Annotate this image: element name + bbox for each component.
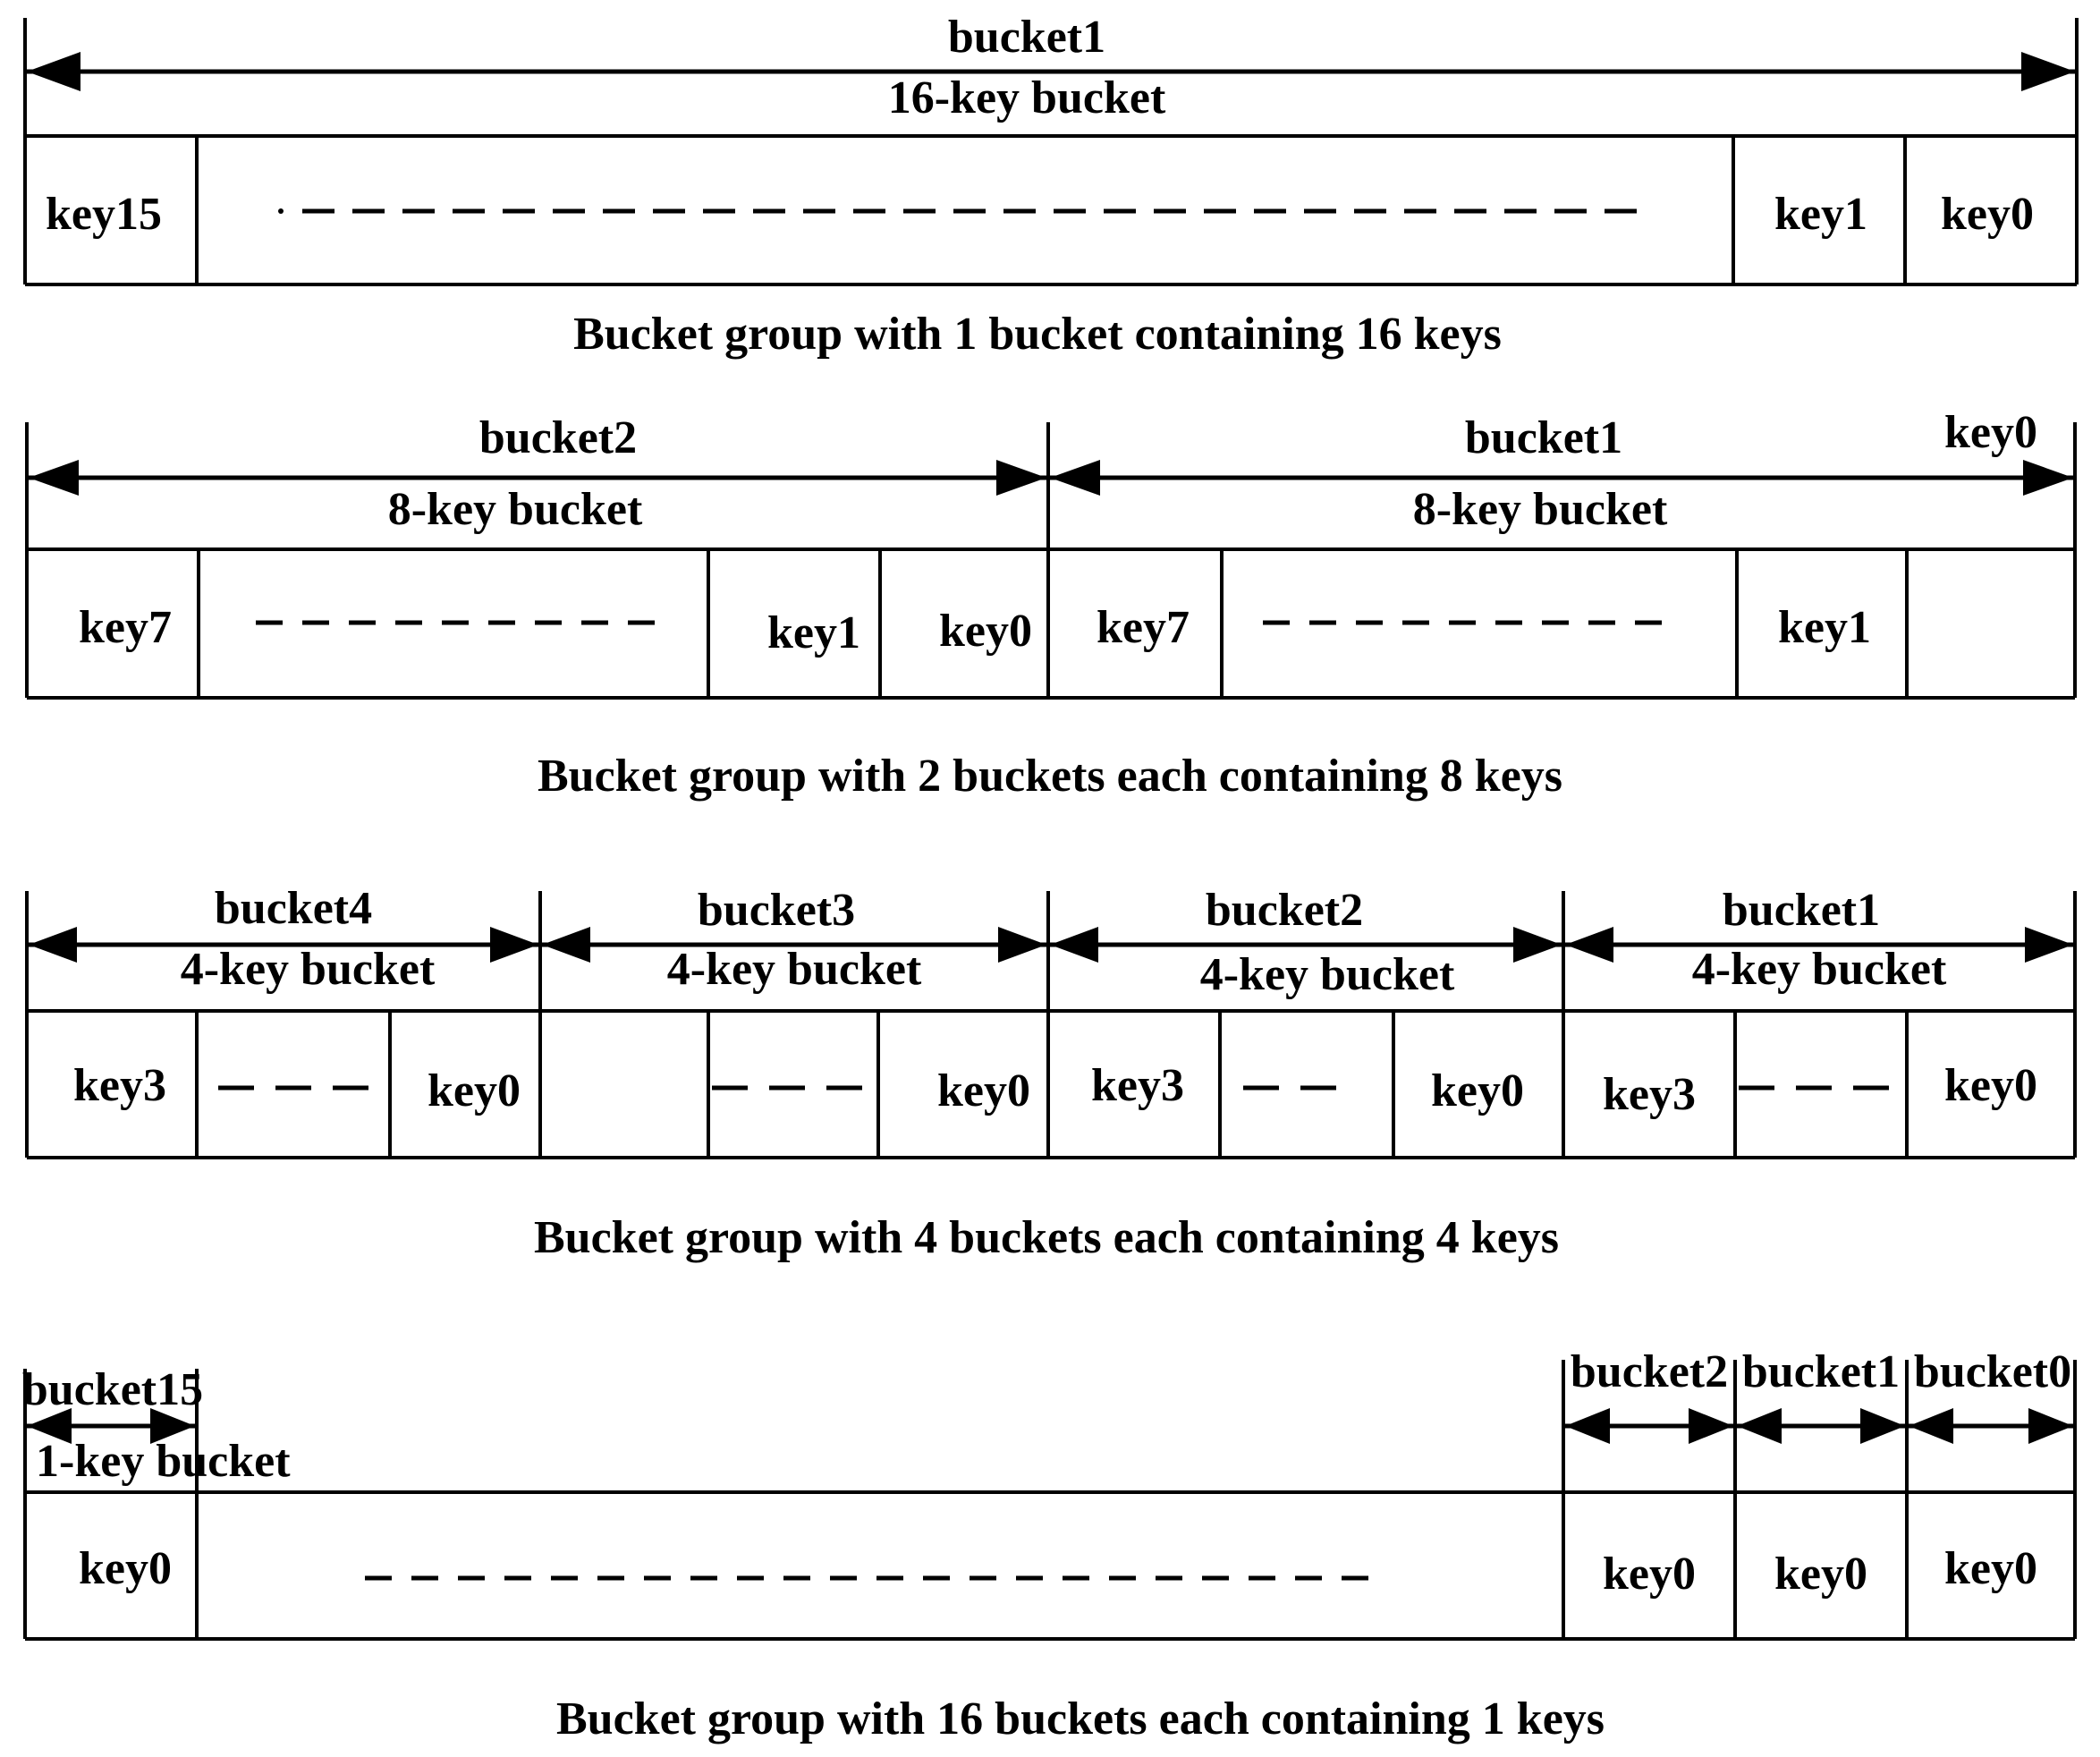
- g2-bucket2-name: bucket2: [479, 412, 637, 463]
- g1-cell-key0: key0: [1941, 189, 2034, 240]
- g3-bucket2-name: bucket2: [1206, 885, 1363, 936]
- g3-bucket4-size: 4-key bucket: [181, 944, 436, 995]
- g2-bucket1-size: 8-key bucket: [1413, 484, 1668, 535]
- g4-bucket15-name: bucket15: [22, 1364, 203, 1415]
- g2-caption: Bucket group with 2 buckets each contain…: [538, 751, 1562, 802]
- g3-bucket3-arrow-head-right: [998, 927, 1046, 963]
- g2-bucket2-size: 8-key bucket: [388, 484, 643, 535]
- g1-cell-key15: key15: [46, 189, 162, 240]
- g3-bucket1-name: bucket1: [1723, 885, 1880, 936]
- g3-bucket2-size: 4-key bucket: [1200, 949, 1455, 1000]
- g1-bucket1-arrow-head-left: [27, 52, 80, 91]
- g4-bucket1-arrow-head-left: [1737, 1408, 1782, 1444]
- g2-bucket2-arrow-head-right: [996, 460, 1046, 496]
- g2-bucket2-arrow-head-left: [29, 460, 79, 496]
- g4-cell-key0-a: key0: [79, 1543, 172, 1594]
- g1-cell-key1: key1: [1774, 189, 1867, 240]
- g2-bucket1-arrow-head-right: [2023, 460, 2073, 496]
- g1-dot: [278, 208, 284, 214]
- g3-bucket1-arrow-head-right: [2025, 927, 2073, 963]
- g3-bucket2-arrow-head-right: [1513, 927, 1562, 963]
- g2-extra-key0-label: key0: [1944, 407, 2037, 458]
- g3-bucket3-name: bucket3: [698, 885, 855, 936]
- g3-bucket4-arrow-head-right: [490, 927, 538, 963]
- g3-bucket3-size: 4-key bucket: [667, 944, 922, 995]
- g4-bucket15-arrow-head-left: [27, 1408, 72, 1444]
- g4-caption: Bucket group with 16 buckets each contai…: [556, 1693, 1605, 1744]
- g2-bucket1-name: bucket1: [1465, 412, 1622, 463]
- g3-bucket1-arrow-head-left: [1565, 927, 1613, 963]
- g4-bucket1-name: bucket1: [1742, 1346, 1900, 1397]
- g1-bucket1-arrow-head-right: [2021, 52, 2075, 91]
- g4-bucket1-arrow-head-right: [1860, 1408, 1905, 1444]
- g2-cell-key1-b: key1: [1778, 602, 1871, 653]
- g4-cell-key0-c: key0: [1774, 1549, 1867, 1600]
- g3-bucket4-arrow-head-left: [29, 927, 77, 963]
- g1-bucket1-size: 16-key bucket: [888, 72, 1166, 123]
- g4-cell-key0-d: key0: [1944, 1543, 2037, 1594]
- g4-bucket2-arrow-head-right: [1689, 1408, 1733, 1444]
- g3-cell-key0-c: key0: [1431, 1065, 1524, 1116]
- g2-cell-key7-b: key7: [1097, 602, 1190, 653]
- g3-bucket3-arrow-head-left: [542, 927, 590, 963]
- g2-cell-key1-a: key1: [767, 607, 860, 658]
- g3-cell-key3-d: key3: [1603, 1069, 1696, 1120]
- g4-bucket0-arrow-head-left: [1909, 1408, 1953, 1444]
- g4-bucket2-name: bucket2: [1571, 1346, 1728, 1397]
- g4-bucket0-arrow-head-right: [2028, 1408, 2073, 1444]
- g1-bucket1-name: bucket1: [948, 12, 1105, 63]
- g4-bucket2-arrow-head-left: [1565, 1408, 1610, 1444]
- g1-caption: Bucket group with 1 bucket containing 16…: [573, 309, 1502, 360]
- g3-cell-key0-d: key0: [1944, 1060, 2037, 1111]
- g4-bucket0-name: bucket0: [1914, 1346, 2071, 1397]
- g4-bucket15-size: 1-key bucket: [36, 1436, 291, 1487]
- g3-caption: Bucket group with 4 buckets each contain…: [534, 1212, 1559, 1263]
- g3-cell-key0-a: key0: [428, 1065, 521, 1116]
- g3-cell-key3-c: key3: [1091, 1060, 1184, 1111]
- g3-cell-key0-b: key0: [937, 1065, 1030, 1116]
- g2-cell-key7-a: key7: [79, 602, 172, 653]
- g3-bucket2-arrow-head-left: [1050, 927, 1098, 963]
- g2-bucket1-arrow-head-left: [1050, 460, 1100, 496]
- g4-bucket15-arrow-head-right: [150, 1408, 195, 1444]
- g3-bucket1-size: 4-key bucket: [1692, 944, 1947, 995]
- g3-cell-key3-a: key3: [73, 1060, 166, 1111]
- g2-cell-key0-a: key0: [939, 606, 1032, 657]
- g3-bucket4-name: bucket4: [215, 883, 372, 934]
- g4-cell-key0-b: key0: [1603, 1549, 1696, 1600]
